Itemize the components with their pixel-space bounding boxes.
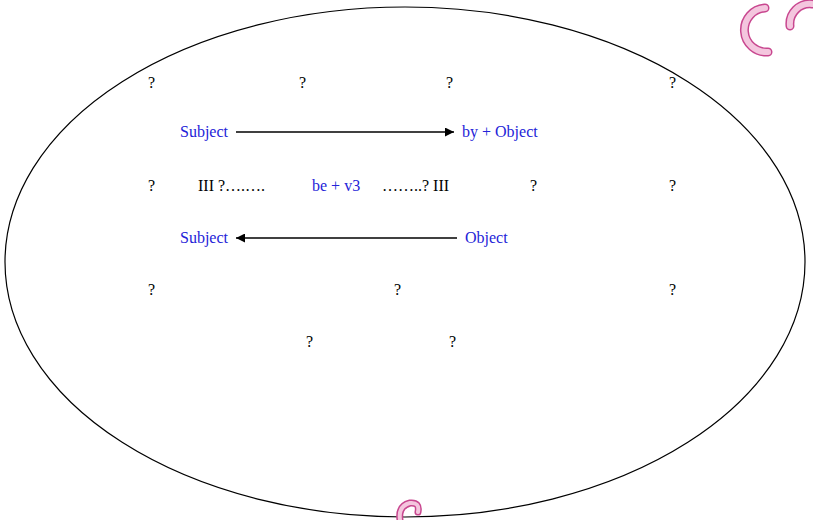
arrow-connector [236, 131, 454, 132]
watermark-curl [790, 4, 812, 26]
annotation-label: ? [530, 176, 537, 196]
label-text: ? [148, 74, 155, 91]
annotation-label: III ?….…. [198, 176, 265, 196]
annotation-label: ? [299, 73, 306, 93]
label-text: III ?….…. [198, 177, 265, 194]
node-text: Object [465, 229, 508, 246]
term-node: Object [463, 228, 510, 248]
annotation-label: ? [669, 73, 676, 93]
label-text: ? [446, 74, 453, 91]
label-text: ? [299, 74, 306, 91]
annotation-label: ? [148, 176, 155, 196]
term-node: Subject [178, 228, 230, 248]
annotation-label: ? [148, 280, 155, 300]
annotation-label: ? [148, 73, 155, 93]
annotation-label: be + v3 [312, 176, 360, 196]
arrow-connector [236, 237, 457, 238]
annotation-label: ……..? III [382, 176, 449, 196]
term-node: Subject [178, 122, 230, 142]
watermark-curl [400, 503, 419, 520]
node-text: Subject [180, 229, 228, 246]
watermark [400, 4, 812, 520]
label-text: ? [148, 281, 155, 298]
annotation-label: ? [446, 73, 453, 93]
label-text: be + v3 [312, 177, 360, 194]
label-text: ? [669, 281, 676, 298]
label-text: ? [669, 74, 676, 91]
annotation-label: ? [669, 280, 676, 300]
node-text: by + Object [462, 123, 538, 140]
watermark-curl [400, 503, 419, 520]
label-text: ? [530, 177, 537, 194]
watermark-curl [744, 8, 768, 52]
label-text: ? [306, 333, 313, 350]
label-text: ? [148, 177, 155, 194]
term-node: by + Object [460, 122, 540, 142]
label-text: ? [669, 177, 676, 194]
annotation-label: ? [306, 332, 313, 352]
annotation-label: ? [669, 176, 676, 196]
label-text: ……..? III [382, 177, 449, 194]
label-text: ? [394, 281, 401, 298]
label-text: ? [449, 333, 456, 350]
watermark-curl [744, 8, 768, 52]
outline-ellipse [5, 7, 805, 517]
annotation-label: ? [449, 332, 456, 352]
node-text: Subject [180, 123, 228, 140]
watermark-curl [790, 4, 812, 26]
annotation-label: ? [394, 280, 401, 300]
